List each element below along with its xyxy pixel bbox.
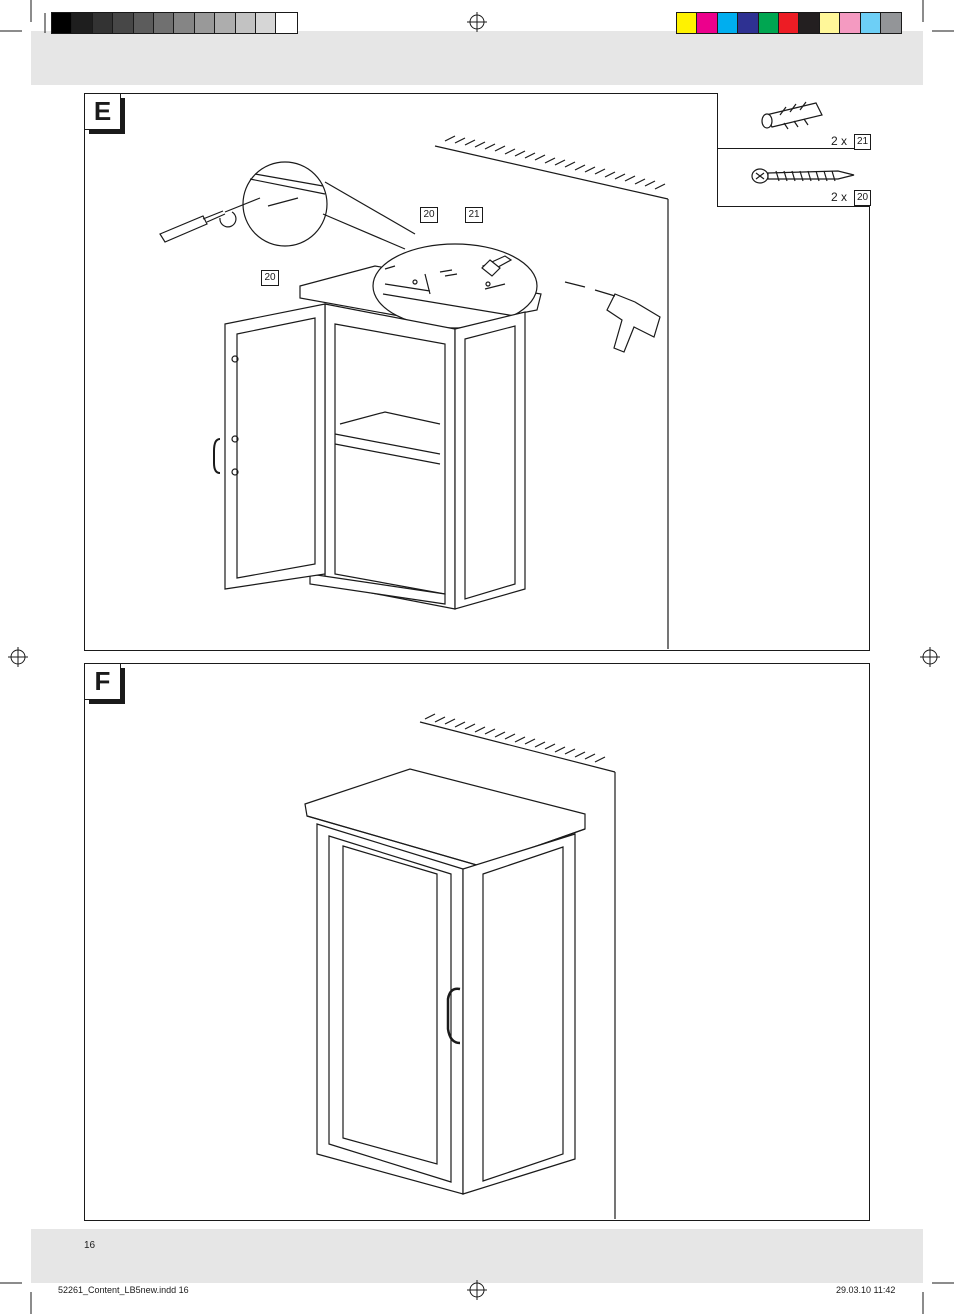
color-swatch bbox=[757, 12, 781, 34]
color-swatch bbox=[71, 12, 94, 34]
color-swatch bbox=[132, 12, 156, 34]
page-number: 16 bbox=[84, 1240, 96, 1251]
parts-box: 2 x 21 2 x 20 bbox=[717, 93, 871, 207]
registration-mark-icon bbox=[8, 12, 940, 1300]
color-swatch bbox=[173, 12, 196, 34]
color-swatch bbox=[716, 12, 740, 34]
color-swatch bbox=[675, 12, 699, 34]
color-swatch bbox=[839, 12, 862, 34]
color-swatch bbox=[254, 12, 278, 34]
callout-21: 21 bbox=[465, 207, 483, 223]
color-swatch bbox=[112, 12, 135, 34]
wall-plug-icon bbox=[761, 101, 823, 130]
screw-icon bbox=[751, 168, 855, 184]
step-f-label: F bbox=[85, 664, 121, 700]
color-swatch bbox=[818, 12, 842, 34]
part-20-number: 20 bbox=[854, 190, 871, 206]
timestamp: 29.03.10 11:42 bbox=[836, 1285, 896, 1295]
color-swatch bbox=[50, 12, 74, 34]
color-swatch bbox=[798, 12, 821, 34]
top-band bbox=[31, 31, 923, 85]
step-e-label: E bbox=[85, 94, 121, 130]
color-swatch bbox=[234, 12, 258, 34]
step-e-illustration bbox=[159, 135, 669, 649]
color-swatch bbox=[696, 12, 719, 34]
bottom-band bbox=[31, 1229, 923, 1283]
callout-20-b: 20 bbox=[261, 270, 279, 286]
color-swatch bbox=[152, 12, 176, 34]
color-swatch bbox=[214, 12, 237, 34]
step-f-panel: F bbox=[84, 663, 870, 1221]
color-swatch bbox=[91, 12, 115, 34]
color-swatch bbox=[275, 12, 298, 34]
part-20-qty: 2 x bbox=[831, 190, 848, 204]
color-swatch bbox=[777, 12, 801, 34]
step-e-panel: E 2 x 21 2 x 20 20 21 20 bbox=[84, 93, 871, 651]
color-swatch bbox=[193, 12, 217, 34]
color-swatch bbox=[737, 12, 760, 34]
part-21-qty: 2 x bbox=[831, 134, 848, 148]
callout-20-a: 20 bbox=[420, 207, 438, 223]
part-21-number: 21 bbox=[854, 134, 871, 150]
color-swatch bbox=[879, 12, 903, 34]
step-f-illustration bbox=[304, 713, 616, 1219]
color-swatch bbox=[859, 12, 883, 34]
file-info: 52261_Content_LB5new.indd 16 bbox=[58, 1285, 189, 1295]
